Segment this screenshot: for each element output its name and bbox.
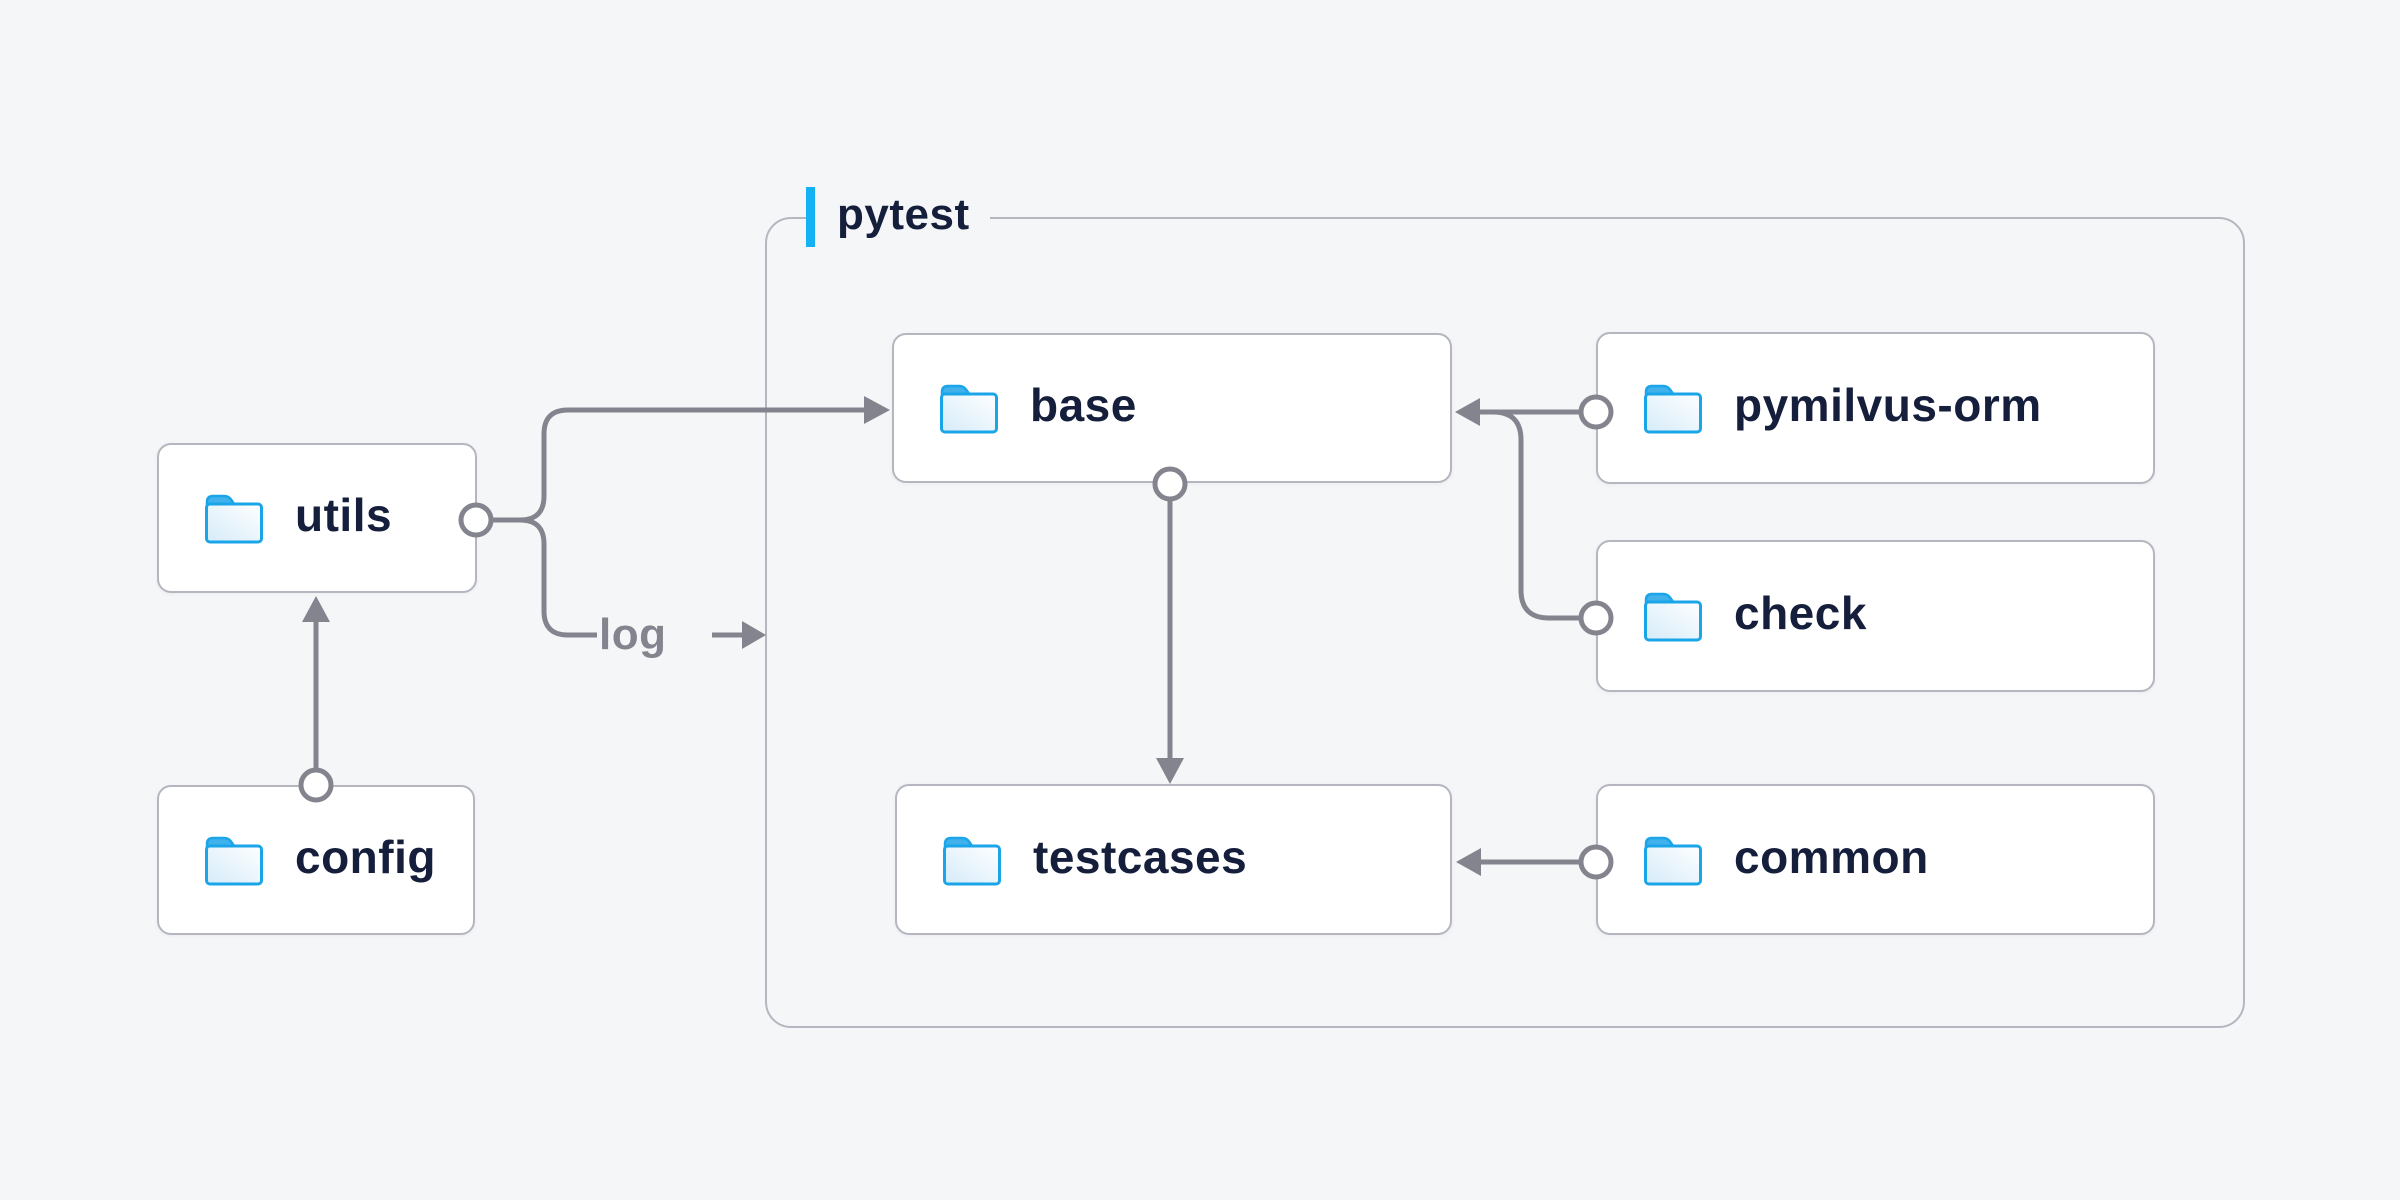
node-label: testcases bbox=[1033, 830, 1248, 883]
connector-dot-common bbox=[1578, 844, 1614, 880]
arrowhead-log-into-pytest bbox=[742, 621, 766, 649]
node-label: common bbox=[1734, 830, 1929, 883]
wire-check-to-base bbox=[1492, 409, 1581, 621]
log-edge-label: log bbox=[599, 610, 667, 659]
node-check: check bbox=[1596, 540, 2155, 692]
pytest-group-label: pytest bbox=[806, 186, 990, 248]
connector-dot-config bbox=[298, 767, 334, 803]
node-common: common bbox=[1596, 784, 2155, 935]
arrowhead-into-base-right bbox=[1455, 398, 1480, 426]
node-label: base bbox=[1030, 379, 1137, 431]
connector-dot-check bbox=[1578, 600, 1614, 636]
folder-icon bbox=[1644, 836, 1702, 885]
node-pymilvus-orm: pymilvus-orm bbox=[1596, 332, 2155, 484]
pytest-group-box bbox=[765, 217, 2245, 1028]
node-label: check bbox=[1734, 587, 1867, 639]
node-testcases: testcases bbox=[895, 784, 1452, 935]
accent-bar bbox=[806, 187, 815, 247]
node-label: pymilvus-orm bbox=[1734, 379, 2042, 431]
folder-icon bbox=[1644, 592, 1702, 642]
arrowhead-into-base-left bbox=[864, 396, 890, 424]
arrowhead-into-testcases-top bbox=[1156, 758, 1184, 784]
folder-icon bbox=[205, 836, 263, 886]
wire-utils-to-log bbox=[519, 517, 597, 638]
arrowhead-into-testcases-right bbox=[1456, 848, 1481, 876]
folder-icon bbox=[943, 836, 1001, 885]
folder-icon bbox=[940, 384, 998, 434]
connector-dot-base bbox=[1152, 466, 1188, 502]
folder-icon bbox=[1644, 384, 1702, 434]
connector-dot-pymilvus-orm bbox=[1578, 394, 1614, 430]
arrowhead-into-utils bbox=[302, 596, 330, 622]
node-label: config bbox=[295, 831, 436, 883]
pytest-group-title: pytest bbox=[837, 190, 970, 239]
node-utils: utils bbox=[157, 443, 477, 593]
node-config: config bbox=[157, 785, 475, 935]
node-label: utils bbox=[295, 489, 393, 541]
connector-dot-utils bbox=[458, 502, 494, 538]
folder-icon bbox=[205, 494, 263, 544]
